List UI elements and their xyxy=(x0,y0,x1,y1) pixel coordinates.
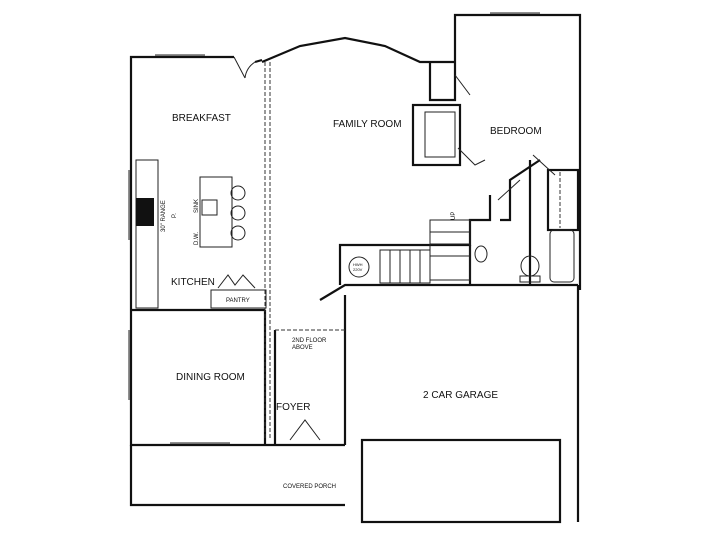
label-2nd-floor: 2ND FLOOR xyxy=(292,338,327,344)
label-220v: 220V xyxy=(353,267,363,272)
windows xyxy=(128,12,540,444)
label-family-room: FAMILY ROOM xyxy=(333,119,402,130)
label-kitchen: KITCHEN xyxy=(171,277,215,288)
label-foyer: FOYER xyxy=(276,402,310,413)
doors xyxy=(233,56,556,441)
garage-door xyxy=(360,438,562,524)
label-covered-porch: COVERED PORCH xyxy=(283,484,336,490)
label-bedroom: BEDROOM xyxy=(490,126,542,137)
bath-fixtures xyxy=(474,229,575,283)
label-p: P. xyxy=(172,213,178,218)
interior-walls xyxy=(131,62,580,445)
label-dw: D.W. xyxy=(194,232,200,245)
label-range: 30" RANGE xyxy=(161,200,167,232)
label-pantry: PANTRY xyxy=(226,298,250,304)
kitchen-fixtures xyxy=(135,159,267,309)
label-breakfast: BREAKFAST xyxy=(172,113,231,124)
exterior-walls xyxy=(129,13,582,522)
range-icon xyxy=(136,198,154,226)
label-dining-room: DINING ROOM xyxy=(176,372,245,383)
label-up: UP xyxy=(451,212,457,220)
label-sink: SINK xyxy=(194,199,200,213)
label-hwh: HWH xyxy=(353,262,363,267)
stairs xyxy=(348,219,471,284)
label-garage: 2 CAR GARAGE xyxy=(423,390,498,401)
label-above: ABOVE xyxy=(292,345,313,351)
